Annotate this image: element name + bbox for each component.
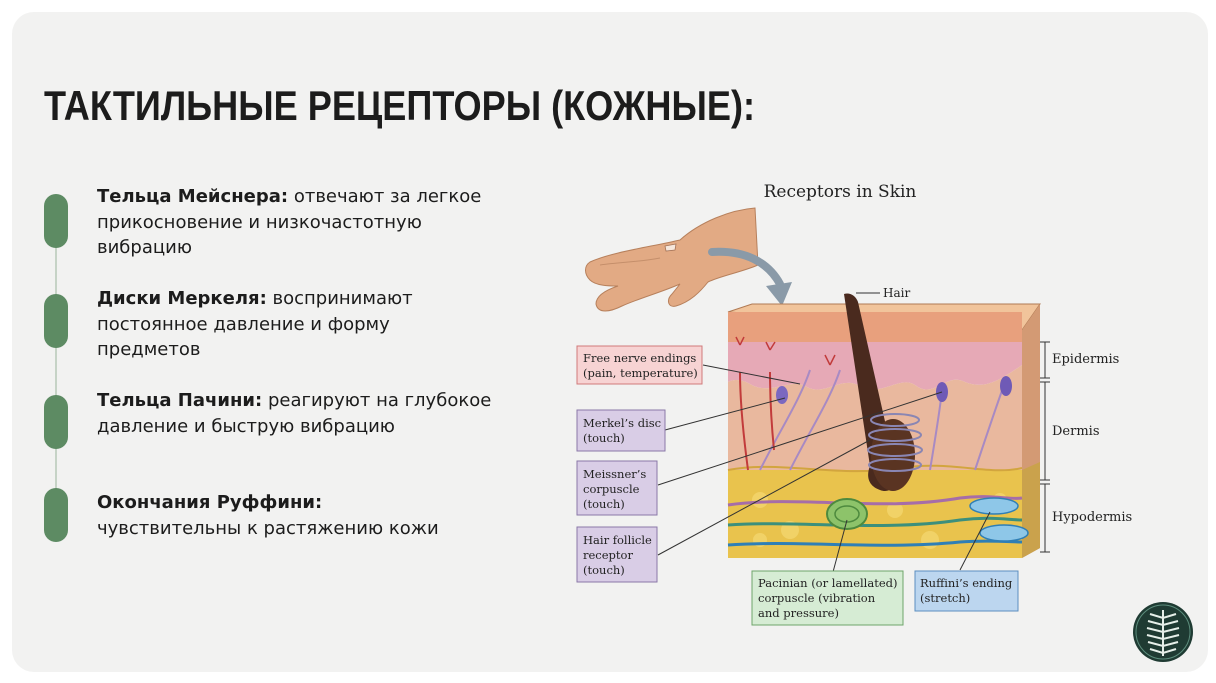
svg-text:corpuscle: corpuscle [583, 482, 640, 496]
dermis-label: Dermis [1052, 424, 1100, 439]
svg-text:Ruffini’s ending: Ruffini’s ending [920, 576, 1013, 590]
page-title: ТАКТИЛЬНЫЕ РЕЦЕПТОРЫ (КОЖНЫЕ): [44, 82, 756, 129]
timeline-line [55, 218, 57, 518]
svg-text:Hair follicle: Hair follicle [583, 533, 652, 547]
svg-text:(stretch): (stretch) [920, 591, 970, 605]
receptor-description: чувствительны к растяжению кожи [97, 517, 439, 539]
svg-text:Merkel’s disc: Merkel’s disc [583, 416, 661, 430]
label-pacinian-corpuscle: Pacinian (or lamellated) corpuscle (vibr… [751, 570, 904, 626]
label-hair-follicle-receptor: Hair follicle receptor (touch) [576, 526, 658, 583]
epidermis-label: Epidermis [1052, 352, 1119, 367]
svg-text:(touch): (touch) [583, 497, 625, 511]
svg-text:corpuscle (vibration: corpuscle (vibration [758, 591, 876, 605]
svg-text:Free nerve endings: Free nerve endings [583, 351, 696, 365]
svg-text:(touch): (touch) [583, 431, 625, 445]
svg-text:Pacinian (or lamellated): Pacinian (or lamellated) [758, 576, 898, 590]
arrow-icon [708, 247, 784, 288]
label-ruffinis-ending: Ruffini’s ending (stretch) [914, 570, 1019, 612]
hypodermis-label: Hypodermis [1052, 510, 1132, 525]
receptor-name: Диски Меркеля: [97, 288, 267, 309]
svg-text:Meissner’s: Meissner’s [583, 467, 646, 481]
leader-lines [657, 364, 991, 573]
receptor-item-merkel: Диски Меркеля: воспринимают постоянное д… [97, 286, 497, 363]
receptor-item-meissner: Тельца Мейснера: отвечают за легкое прик… [97, 184, 497, 261]
skin-block [727, 293, 1041, 558]
hand-illustration [585, 207, 759, 312]
label-free-nerve-endings: Free nerve endings (pain, temperature) [576, 345, 703, 385]
receptor-name: Тельца Пачини: [97, 390, 263, 411]
receptor-item-ruffini: Окончания Руффини: чувствительны к растя… [97, 490, 497, 541]
label-merkels-disc: Merkel’s disc (touch) [576, 409, 666, 452]
svg-text:and pressure): and pressure) [758, 606, 839, 620]
layer-brackets [1040, 341, 1050, 553]
receptor-description: отвечают за легкое прикосновение и низко… [97, 186, 482, 258]
receptor-description: воспринимают постоянное давление и форму… [97, 288, 413, 360]
receptor-description: реагируют на глубокое давление и быструю… [97, 390, 492, 437]
diagram-title: Receptors in Skin [764, 182, 917, 202]
arrow-head-icon [766, 282, 792, 306]
timeline-marker [44, 194, 68, 248]
svg-text:(pain, temperature): (pain, temperature) [583, 366, 698, 380]
timeline-marker [44, 488, 68, 542]
receptor-item-pacini: Тельца Пачини: реагируют на глубокое дав… [97, 388, 497, 439]
receptor-name: Окончания Руффини: [97, 492, 323, 513]
hair-label: Hair [883, 286, 910, 300]
timeline-marker [44, 395, 68, 449]
spine-logo-icon [1133, 602, 1193, 662]
svg-text:(touch): (touch) [583, 563, 625, 577]
label-meissners-corpuscle: Meissner’s corpuscle (touch) [576, 460, 658, 516]
svg-text:receptor: receptor [583, 548, 633, 562]
timeline-marker [44, 294, 68, 348]
receptor-name: Тельца Мейснера: [97, 186, 289, 207]
